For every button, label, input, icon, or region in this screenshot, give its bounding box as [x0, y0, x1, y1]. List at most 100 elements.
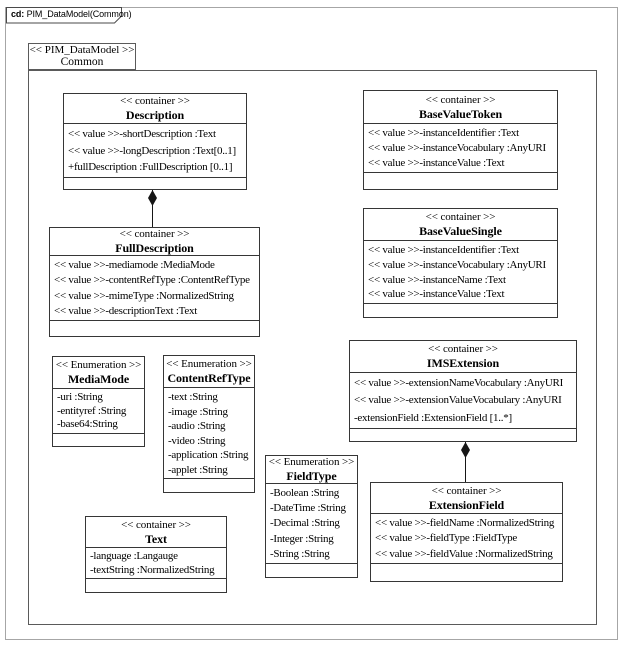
- attribute-row: << value >>-longDescription :Text[0..1]: [68, 144, 236, 157]
- attribute-row: -DateTime :String: [270, 502, 346, 515]
- class-extension-field[interactable]: << container >>ExtensionField<< value >>…: [370, 482, 563, 582]
- attribute-row: -Decimal :String: [270, 517, 340, 530]
- attribute-row: -application :String: [168, 449, 249, 461]
- attributes-compartment: << value >>-shortDescription :Text << val…: [64, 124, 246, 178]
- class-stereotype: << container >>: [121, 518, 191, 531]
- class-stereotype: << container >>: [119, 228, 190, 240]
- attribute-row: -audio :String: [168, 420, 226, 432]
- attribute-row: -text :String: [168, 391, 218, 403]
- class-stereotype: << container >>: [425, 93, 496, 106]
- diagram-outer-frame: [5, 7, 618, 640]
- attribute-row: << value >>-instanceName :Text: [368, 273, 506, 286]
- composition-diamond-icon: [148, 190, 157, 206]
- connector-line: [152, 190, 153, 227]
- class-header: << container >>Description: [64, 94, 246, 124]
- class-header: << container >>IMSExtension: [350, 341, 576, 373]
- operations-compartment: [64, 178, 246, 189]
- class-media-mode[interactable]: << Enumeration >>MediaMode-uri :String-e…: [52, 356, 145, 447]
- attribute-row: -extensionField :ExtensionField [1..*]: [354, 411, 512, 424]
- operations-compartment: [50, 321, 259, 336]
- attributes-compartment: << value >>-extensionNameVocabulary :Any…: [350, 373, 576, 429]
- class-header: << container >>FullDescription: [50, 228, 259, 256]
- attribute-row: << value >>-instanceIdentifier :Text: [368, 244, 519, 256]
- class-name: MediaMode: [67, 372, 130, 386]
- attribute-row: -video :String: [168, 434, 226, 447]
- package-stereotype: << PIM_DataModel >>: [29, 44, 135, 56]
- class-name: ContentRefType: [167, 371, 251, 385]
- diagram-type-label: cd:: [11, 9, 25, 19]
- attribute-row: << value >>-fieldValue :NormalizedString: [375, 547, 553, 560]
- attributes-compartment: -language :Langauge-textString :Normaliz…: [86, 548, 226, 579]
- attributes-compartment: << value >>-instanceIdentifier :Text << v…: [364, 241, 557, 304]
- attribute-row: -textString :NormalizedString: [90, 563, 215, 576]
- class-stereotype: << container >>: [428, 343, 498, 355]
- class-stereotype: << container >>: [425, 211, 496, 223]
- attribute-row: -Integer :String: [270, 532, 334, 545]
- class-header: << container >>BaseValueToken: [364, 91, 557, 124]
- package-label[interactable]: << PIM_DataModel >> Common: [28, 43, 136, 70]
- class-field-type[interactable]: << Enumeration >>FieldType-Boolean :Stri…: [265, 455, 358, 578]
- operations-compartment: [266, 564, 357, 577]
- operations-compartment: [53, 434, 144, 446]
- connector-description-fulldescription[interactable]: [147, 190, 158, 227]
- class-name: IMSExtension: [426, 356, 500, 370]
- attribute-row: << value >>-extensionNameVocabulary :Any…: [354, 377, 564, 389]
- attribute-row: << value >>-contentRefType :ContentRefTy…: [54, 274, 250, 287]
- connector-line: [465, 442, 466, 482]
- attribute-row: -base64:String: [57, 418, 118, 431]
- class-name: BaseValueSingle: [419, 224, 502, 238]
- attributes-compartment: -Boolean :String-DateTime :String-Decima…: [266, 484, 357, 564]
- class-name: FieldType: [286, 469, 337, 483]
- attribute-row: << value >>-instanceVocabulary :AnyURI: [368, 258, 546, 271]
- diagram-title-tab: cd: PIM_DataModel(Common): [6, 7, 132, 24]
- class-stereotype: << container >>: [120, 95, 190, 107]
- class-name: BaseValueToken: [418, 106, 503, 121]
- class-stereotype: << Enumeration >>: [268, 456, 355, 468]
- connector-imsextension-extensionfield[interactable]: [460, 442, 471, 482]
- attributes-compartment: -uri :String-entityref :String-base64:St…: [53, 389, 144, 434]
- attribute-row: << value >>-instanceValue :Text: [368, 288, 505, 301]
- class-header: << container >>ExtensionField: [371, 483, 562, 514]
- class-name: Description: [125, 108, 185, 122]
- class-base-value-token[interactable]: << container >>BaseValueToken<< value >>…: [363, 90, 558, 190]
- attribute-row: << value >>-descriptionText :Text: [54, 304, 198, 317]
- attribute-row: +fullDescription :FullDescription [0..1]: [68, 161, 233, 174]
- class-full-description[interactable]: << container >>FullDescription<< value >…: [49, 227, 260, 337]
- attribute-row: << value >>-shortDescription :Text: [68, 128, 216, 140]
- attribute-row: -image :String: [168, 405, 228, 418]
- operations-compartment: [86, 579, 226, 592]
- class-stereotype: << Enumeration >>: [166, 358, 252, 370]
- class-header: << Enumeration >>MediaMode: [53, 357, 144, 389]
- class-content-ref-type[interactable]: << Enumeration >>ContentRefType -text :St…: [163, 355, 255, 493]
- attribute-row: -entityref :String: [57, 404, 127, 417]
- attribute-row: << value >>-instanceVocabulary :AnyURI: [368, 142, 546, 154]
- attribute-row: << value >>-fieldType :FieldType: [375, 532, 518, 545]
- operations-compartment: [164, 479, 254, 492]
- operations-compartment: [364, 173, 557, 189]
- diagram-name-label: PIM_DataModel(Common): [24, 9, 132, 19]
- attribute-row: << value >>-mimeType :NormalizedString: [54, 289, 234, 302]
- composition-diamond-icon: [461, 442, 470, 458]
- class-description[interactable]: << container >>Description<< value >>-sh…: [63, 93, 247, 190]
- attribute-row: << value >>-fieldName :NormalizedString: [375, 517, 555, 529]
- class-header: << container >>Text: [86, 517, 226, 548]
- tab-shape: [6, 7, 122, 24]
- attributes-compartment: << value >>-mediamode :MediaMode<< value…: [50, 256, 259, 321]
- class-header: << Enumeration >>ContentRefType: [164, 356, 254, 388]
- class-ims-extension[interactable]: << container >>IMSExtension << value >>-e…: [349, 340, 577, 442]
- attribute-row: -language :Langauge: [90, 550, 178, 562]
- class-stereotype: << container >>: [431, 484, 502, 497]
- class-base-value-single[interactable]: << container >>BaseValueSingle<< value >…: [363, 208, 558, 318]
- attribute-row: -applet :String: [168, 463, 228, 476]
- class-name: Text: [145, 531, 167, 546]
- attributes-compartment: << value >>-fieldName :NormalizedString <…: [371, 514, 562, 564]
- class-header: << Enumeration >>FieldType: [266, 456, 357, 484]
- package-name: Common: [60, 56, 104, 68]
- attributes-compartment: << value >>-instanceIdentifier :Text<< v…: [364, 124, 557, 173]
- diagram-title: cd: PIM_DataModel(Common): [11, 9, 132, 19]
- attribute-row: << value >>-instanceValue :Text: [368, 157, 505, 169]
- operations-compartment: [364, 304, 557, 317]
- class-text[interactable]: << container >>Text-language :Langauge-t…: [85, 516, 227, 593]
- class-header: << container >>BaseValueSingle: [364, 209, 557, 241]
